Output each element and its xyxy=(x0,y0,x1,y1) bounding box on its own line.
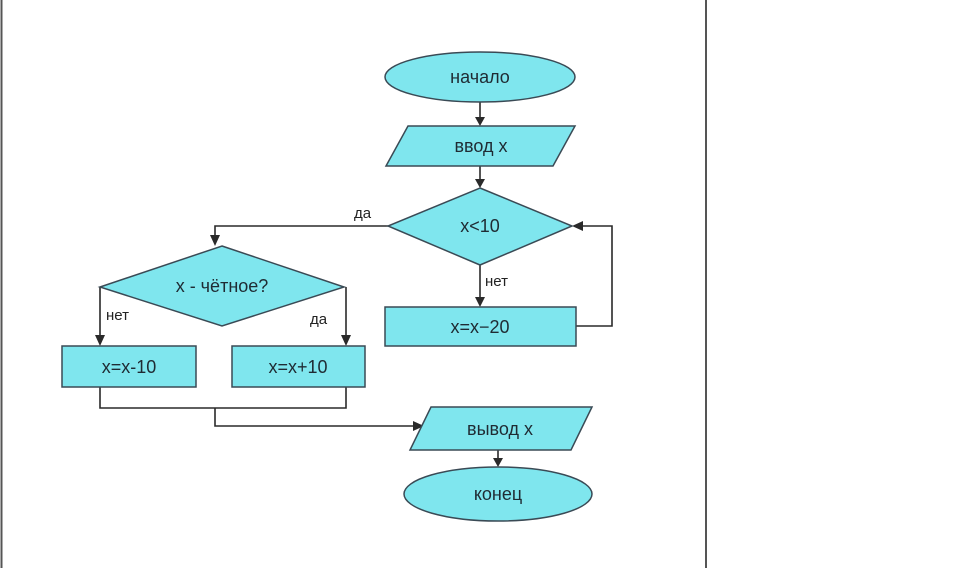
input-parallelogram-shape xyxy=(384,125,577,167)
node-end: конец xyxy=(403,466,593,522)
arrow-to-decision-even xyxy=(210,235,220,246)
condition-even-diamond-shape xyxy=(97,245,347,327)
no-main-label: нет xyxy=(485,273,508,290)
assign-add10-rect xyxy=(231,345,366,388)
assign-sub20-rect xyxy=(384,306,577,347)
end-label: конец xyxy=(474,484,522,504)
yes-main-label: да xyxy=(354,205,372,222)
assign-sub10-label: x=x-10 xyxy=(102,357,157,377)
arrow-to-input xyxy=(475,117,485,126)
assign-sub10-rect xyxy=(61,345,197,388)
input-label: ввод x xyxy=(454,136,507,156)
node-input: ввод x xyxy=(384,125,577,167)
node-assign-add10: x=x+10 xyxy=(231,345,366,388)
condition-main-label: x<10 xyxy=(460,216,500,236)
connectors xyxy=(95,100,613,467)
arrow-to-output xyxy=(413,421,424,431)
condition-main-diamond-shape xyxy=(386,187,574,266)
no-even-label: нет xyxy=(106,307,129,324)
arrow-loop-back xyxy=(572,221,583,231)
arrow-to-assign-add10 xyxy=(341,335,351,346)
arrow-to-decision-main xyxy=(475,179,485,188)
node-condition-even: x - чётное? xyxy=(97,245,347,327)
arrow-to-assign-sub20 xyxy=(475,297,485,307)
assign-add10-label: x=x+10 xyxy=(268,357,327,377)
arrow-to-end xyxy=(493,458,503,467)
output-label: вывод x xyxy=(467,419,533,439)
connector-loop-back xyxy=(576,225,613,327)
end-terminator-shape xyxy=(403,466,593,522)
connector-decision-yes xyxy=(214,225,388,236)
assign-sub20-label: x=x−20 xyxy=(450,317,509,337)
node-assign-sub20: x=x−20 xyxy=(384,306,577,347)
start-label: начало xyxy=(450,67,510,87)
connector-merge-bottom xyxy=(99,387,347,409)
connector-merge-to-output xyxy=(214,408,414,427)
node-assign-sub10: x=x-10 xyxy=(61,345,197,388)
yes-even-label: да xyxy=(310,311,328,328)
output-parallelogram-shape xyxy=(408,406,594,451)
node-output: вывод x xyxy=(408,406,594,451)
start-terminator-shape xyxy=(384,51,576,103)
node-start: начало xyxy=(384,51,576,103)
arrow-to-assign-sub10 xyxy=(95,335,105,346)
condition-even-label: x - чётное? xyxy=(176,276,269,296)
node-condition-main: x<10 xyxy=(386,187,574,266)
